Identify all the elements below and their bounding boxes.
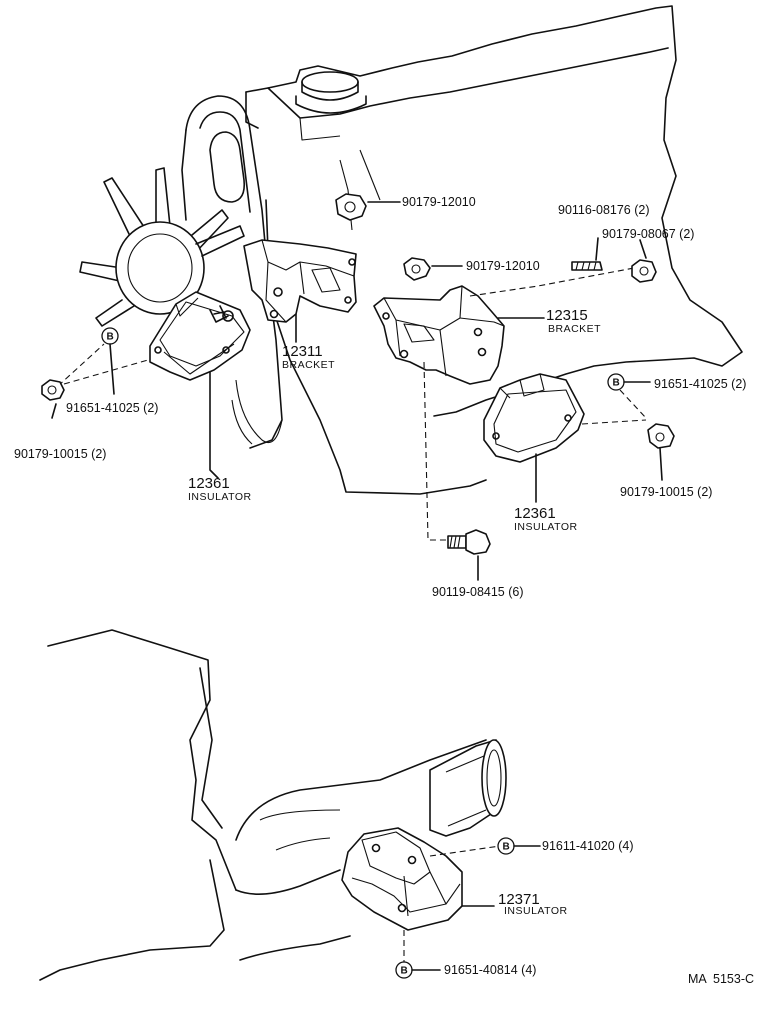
bracket-12315 <box>373 267 635 385</box>
label-bracket-12315-name: BRACKET <box>548 323 601 335</box>
stud-and-nut-top <box>571 237 657 283</box>
insulator-left <box>149 291 251 479</box>
bolt-badge-left: B <box>107 332 114 343</box>
label-insulator-left-name: INSULATOR <box>188 491 252 503</box>
label-bracket-12311-name: BRACKET <box>282 359 335 371</box>
bolt-badge-rear-upper: B <box>503 842 510 853</box>
label-bolt-41025-right: 91651-41025 (2) <box>654 377 746 391</box>
label-insulator-right-number: 12361 <box>514 505 556 522</box>
bracket-12311 <box>243 239 357 343</box>
bolt-08415 <box>423 361 491 581</box>
label-stud-08176: 90116-08176 (2) <box>558 203 650 217</box>
label-bracket-12311-number: 12311 <box>282 343 323 360</box>
right-fasteners: B <box>607 373 675 481</box>
label-nut-08067: 90179-08067 (2) <box>602 227 694 241</box>
transmission-housing <box>39 629 507 981</box>
left-fasteners: B <box>41 327 149 419</box>
nut-12010-upper <box>335 193 401 221</box>
bolt-badge-rear-lower: B <box>401 966 408 977</box>
label-nut-12010-b: 90179-12010 <box>466 259 540 273</box>
label-bolt-41025-left: 91651-41025 (2) <box>66 401 158 415</box>
label-insulator-rear-name: INSULATOR <box>504 905 568 917</box>
label-nut-10015-right: 90179-10015 (2) <box>620 485 712 499</box>
insulator-right <box>483 373 647 503</box>
label-insulator-rear-number: 12371 <box>498 891 540 908</box>
label-bolt-41020: 91611-41020 (4) <box>542 839 634 853</box>
label-insulator-left-number: 12361 <box>188 475 230 492</box>
label-bolt-08415: 90119-08415 (6) <box>432 585 524 599</box>
rear-fasteners: B B <box>395 837 541 979</box>
insulator-rear <box>341 827 501 962</box>
label-nut-10015-left: 90179-10015 (2) <box>14 447 106 461</box>
label-bolt-40814: 91651-40814 (4) <box>444 963 536 977</box>
cooling-fan <box>79 167 245 327</box>
bolt-badge-right: B <box>613 378 620 389</box>
label-bracket-12315-number: 12315 <box>546 307 588 324</box>
nut-12010-lower <box>403 257 463 281</box>
label-insulator-right-name: INSULATOR <box>514 521 578 533</box>
drawing-code: MA 5153-C <box>688 972 754 986</box>
label-nut-12010-a: 90179-12010 <box>402 195 476 209</box>
